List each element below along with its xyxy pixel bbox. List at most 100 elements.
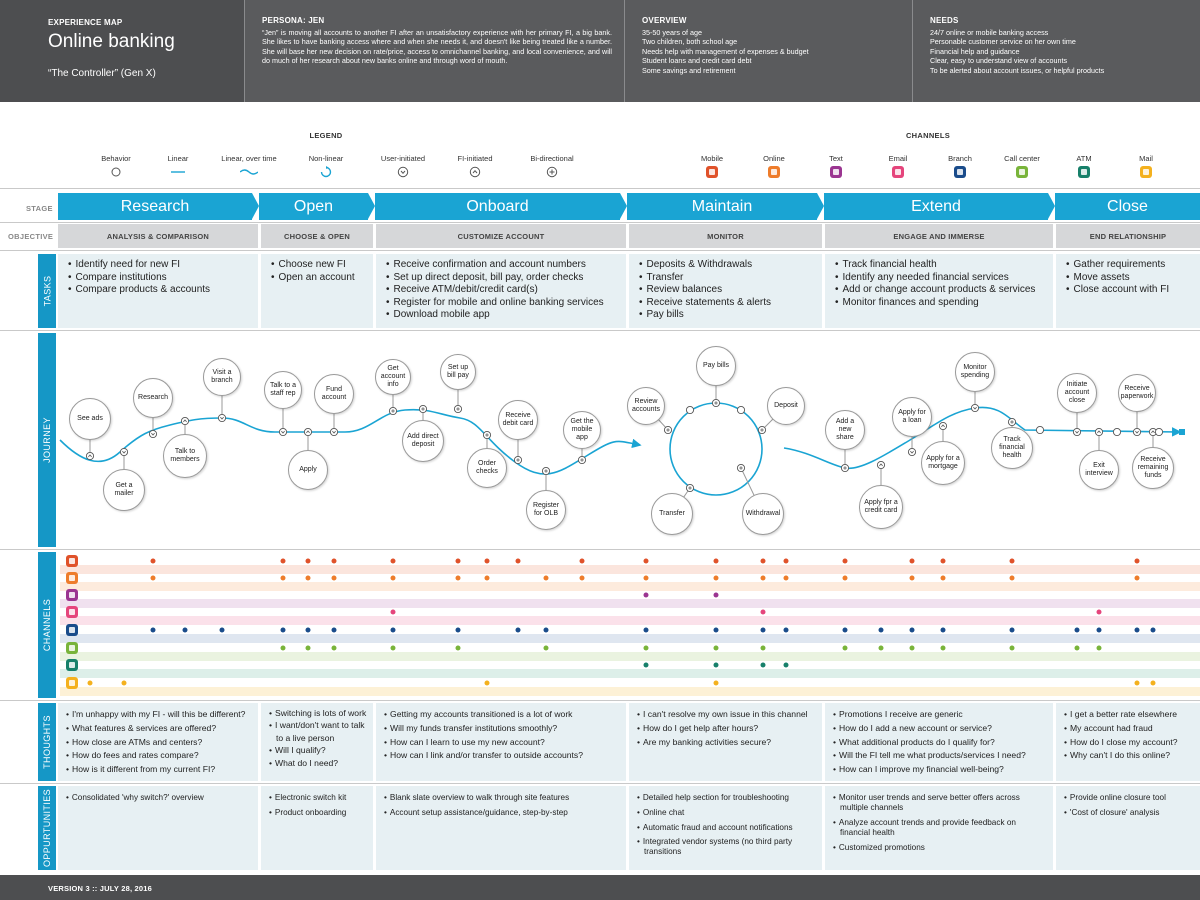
- mail-icon: [66, 677, 78, 689]
- journey-anchor-glyph: [332, 430, 336, 434]
- row-label-tasks: TASKS: [38, 254, 56, 328]
- stage-arrow: [252, 193, 259, 219]
- non-linear-icon: [320, 166, 332, 178]
- channel-dot: [713, 645, 719, 651]
- tasks-maintain: Deposits & Withdrawals Transfer Review b…: [629, 254, 822, 328]
- journey-anchor: [1007, 417, 1017, 427]
- overview-line: Student loans and credit card debt: [642, 56, 752, 66]
- channel-label: Call center: [1004, 154, 1040, 163]
- channel-dot: [1134, 575, 1140, 581]
- journey-anchor: [736, 463, 746, 473]
- thought-item: My account had fraud: [1064, 722, 1200, 736]
- stage-arrow: [817, 193, 824, 219]
- channel-dot: [713, 680, 719, 686]
- channel-dot: [543, 575, 549, 581]
- task-item: Download mobile app: [386, 309, 626, 322]
- legend-label: Bi-directional: [530, 154, 574, 163]
- task-item: Move assets: [1066, 272, 1200, 285]
- channel-dot: [1009, 645, 1015, 651]
- task-item: Monitor finances and spending: [835, 297, 1053, 310]
- journey-node: Talk to members: [163, 434, 207, 478]
- thought-item: What do I need?: [269, 757, 373, 769]
- bi-directional-icon: [546, 166, 558, 178]
- opportunity-item: Electronic switch kit: [269, 793, 365, 803]
- task-item: Identify need for new FI: [68, 259, 258, 272]
- opportunity-item: Product onboarding: [269, 808, 365, 818]
- task-item: Gather requirements: [1066, 259, 1200, 272]
- journey-anchor-glyph: [666, 428, 670, 432]
- channel-label: Text: [829, 154, 843, 163]
- needs-line: 24/7 online or mobile banking access: [930, 28, 1049, 37]
- thought-item: How close are ATMs and centers?: [66, 736, 258, 750]
- channel-dot: [878, 627, 884, 633]
- journey-node: Fund account: [314, 374, 354, 414]
- channel-dot: [940, 558, 946, 564]
- channel-dot: [1096, 627, 1102, 633]
- tasks-close: Gather requirements Move assets Close ac…: [1056, 254, 1200, 328]
- stage-arrow: [620, 193, 627, 219]
- journey-anchor-glyph: [88, 454, 92, 458]
- channel-dot: [1134, 627, 1140, 633]
- stage-research: Research: [58, 193, 252, 220]
- journey-anchor-glyph: [485, 433, 489, 437]
- journey-anchor: [1132, 427, 1142, 437]
- channel-dot: [643, 558, 649, 564]
- objective-close: END RELATIONSHIP: [1056, 224, 1200, 248]
- row-label-journey: JOURNEY: [38, 333, 56, 547]
- channels-title: CHANNELS: [905, 131, 951, 140]
- channel-dot: [455, 558, 461, 564]
- channel-dot: [331, 558, 337, 564]
- channel-band: [60, 616, 1200, 625]
- channel-dot: [760, 558, 766, 564]
- row-label-objective: OBJECTIVE: [8, 232, 54, 241]
- channel-dot: [87, 680, 93, 686]
- opportunity-item: 'Cost of closure' analysis: [1064, 808, 1192, 818]
- legend-label: User-initiated: [380, 154, 426, 163]
- thought-item: What additional products do I qualify fo…: [833, 736, 1053, 750]
- channel-dot: [713, 575, 719, 581]
- linear-icon: [171, 171, 185, 173]
- journey-node: Apply for a loan: [892, 397, 932, 437]
- channel-dot: [643, 592, 649, 598]
- channel-band: [60, 599, 1200, 608]
- journey-node: Deposit: [767, 387, 805, 425]
- journey-anchor-glyph: [688, 486, 692, 490]
- journey-anchor-glyph: [516, 458, 520, 462]
- channel-dot: [390, 575, 396, 581]
- email-icon: [892, 166, 904, 178]
- journey-anchor: [736, 405, 746, 415]
- channel-dot: [878, 645, 884, 651]
- mobile-icon: [706, 166, 718, 178]
- branch-icon: [66, 624, 78, 636]
- channel-band: [60, 565, 1200, 574]
- thoughts-research: I'm unhappy with my FI - will this be di…: [58, 703, 258, 781]
- journey-anchor-glyph: [760, 428, 764, 432]
- stage-open: Open: [259, 193, 368, 220]
- opportunity-item: Provide online closure tool: [1064, 793, 1192, 803]
- journey-node: Apply fpr a credit card: [859, 485, 903, 529]
- journey-anchor: [303, 427, 313, 437]
- overview-line: Two children, both school age: [642, 37, 738, 47]
- divider: [0, 700, 1200, 701]
- journey-node: Receive paperwork: [1118, 374, 1156, 412]
- journey-anchor: [970, 403, 980, 413]
- journey-anchor-glyph: [973, 406, 977, 410]
- thought-item: I'm unhappy with my FI - will this be di…: [66, 708, 258, 722]
- channel-dot: [842, 627, 848, 633]
- overview-line: Needs help with management of expenses &…: [642, 46, 809, 56]
- journey-end-marker: [1179, 429, 1185, 435]
- journey-anchor-glyph: [122, 450, 126, 454]
- atm-icon: [1078, 166, 1090, 178]
- opportunity-item: Consolidated 'why switch?' overview: [66, 793, 250, 803]
- opportunities-onboard: Blank slate overview to walk through sit…: [376, 786, 626, 870]
- journey-anchor: [278, 427, 288, 437]
- channel-dot: [842, 575, 848, 581]
- overview-line: 35-50 years of age: [642, 28, 702, 37]
- divider: [0, 222, 1200, 223]
- needs-line: Personable customer service on her own t…: [930, 37, 1076, 47]
- journey-anchor: [119, 447, 129, 457]
- journey-anchor-glyph: [714, 401, 718, 405]
- thought-item: How can I improve my financial well-bein…: [833, 763, 1053, 777]
- thoughts-close: I get a better rate elsewhere My account…: [1056, 703, 1200, 781]
- journey-node: Get the mobile app: [563, 411, 601, 449]
